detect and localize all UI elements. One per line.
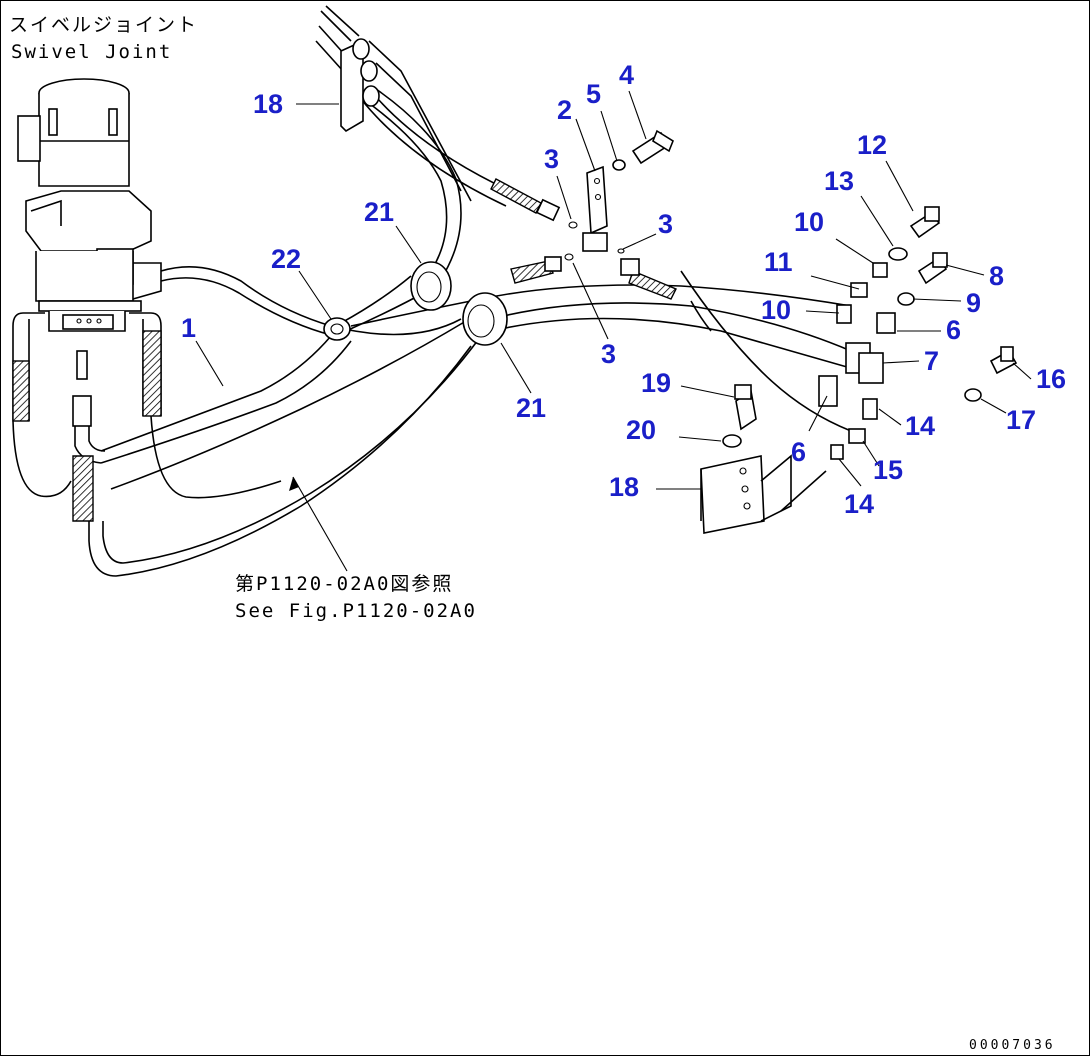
swivel-hoses bbox=[12, 312, 282, 522]
leader-lines bbox=[195, 90, 1032, 572]
callout-13: 13 bbox=[824, 166, 854, 196]
callout-14-b: 14 bbox=[844, 489, 874, 519]
callout-18-bottom: 18 bbox=[609, 472, 639, 502]
hose-fittings bbox=[490, 178, 677, 300]
top-hose-bracket bbox=[315, 5, 472, 202]
callout-9: 9 bbox=[966, 288, 981, 318]
callout-18-top: 18 bbox=[253, 89, 283, 119]
callout-17: 17 bbox=[1006, 405, 1036, 435]
drawing-number: 00007036 bbox=[969, 1038, 1056, 1053]
grommet-21-lower bbox=[462, 292, 508, 346]
callout-15: 15 bbox=[873, 455, 903, 485]
swivel-joint-label-en: Swivel Joint bbox=[11, 41, 172, 63]
callout-3-a: 3 bbox=[544, 144, 559, 174]
callout-21-upper: 21 bbox=[364, 197, 394, 227]
callout-10-b: 10 bbox=[761, 295, 791, 325]
callout-2: 2 bbox=[557, 95, 572, 125]
callout-11: 11 bbox=[764, 247, 793, 277]
bracket-18-lower bbox=[700, 454, 827, 534]
bracket-2 bbox=[564, 129, 674, 261]
right-clamp-set bbox=[722, 206, 1018, 460]
callout-6-b: 6 bbox=[791, 437, 806, 467]
grommet-21-upper bbox=[410, 261, 452, 311]
callout-5: 5 bbox=[586, 79, 601, 109]
swivel-joint-label-jp: スイベルジョイント bbox=[9, 14, 198, 36]
callout-6-a: 6 bbox=[946, 315, 961, 345]
callout-10-a: 10 bbox=[794, 207, 824, 237]
callout-4: 4 bbox=[619, 60, 634, 90]
see-figure-label-jp: 第P1120-02A0図参照 bbox=[235, 573, 453, 595]
callout-7: 7 bbox=[924, 346, 939, 376]
callout-20: 20 bbox=[626, 415, 656, 445]
callout-19: 19 bbox=[641, 368, 671, 398]
clamp-22 bbox=[323, 317, 351, 341]
callout-numbers: 18 2 5 4 3 3 21 22 1 3 21 12 13 10 11 8 … bbox=[181, 60, 1066, 519]
callout-12: 12 bbox=[857, 130, 887, 160]
callout-1: 1 bbox=[181, 313, 196, 343]
callout-3-b: 3 bbox=[658, 209, 673, 239]
callout-14-a: 14 bbox=[905, 411, 935, 441]
swivel-joint bbox=[17, 78, 162, 332]
callout-8: 8 bbox=[989, 261, 1004, 291]
callout-16: 16 bbox=[1036, 364, 1066, 394]
callout-3-c: 3 bbox=[601, 339, 616, 369]
see-figure-label-en: See Fig.P1120-02A0 bbox=[235, 600, 477, 622]
callout-21-lower: 21 bbox=[516, 393, 546, 423]
callout-22: 22 bbox=[271, 244, 301, 274]
